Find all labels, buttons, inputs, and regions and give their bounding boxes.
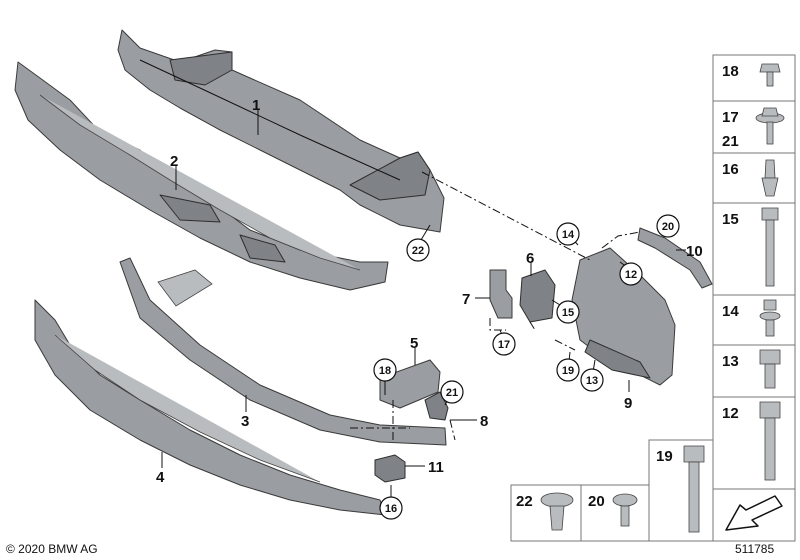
- part-1-bumper-carrier: [117, 29, 445, 233]
- callout-14: 14: [562, 229, 575, 241]
- fastener-legend: 18 17 21 16 15 14: [510, 54, 796, 542]
- legend-cell-20: [580, 484, 650, 542]
- part-6-bracket: [519, 269, 556, 323]
- part-8-clip: [424, 391, 449, 421]
- legend-label-20: 20: [588, 493, 605, 510]
- part-4-lower-grille: [34, 299, 386, 516]
- callout-7: 7: [462, 291, 470, 308]
- callout-3: 3: [241, 413, 249, 430]
- callout-13: 13: [586, 375, 598, 387]
- callout-4: 4: [156, 469, 165, 486]
- callout-18: 18: [379, 365, 391, 377]
- callout-20: 20: [662, 221, 674, 233]
- bolt-12-icon: [759, 401, 781, 481]
- part-7-bracket: [489, 269, 513, 319]
- screw-14-icon: [759, 299, 781, 337]
- legend-cell-14: [712, 294, 796, 346]
- part-2-energy-absorber: [14, 61, 389, 291]
- legend-label-21: 21: [722, 133, 739, 150]
- bolt-13-icon: [759, 349, 781, 389]
- legend-label-15: 15: [722, 211, 739, 228]
- callout-22: 22: [412, 245, 424, 257]
- connector-lines: [350, 171, 641, 441]
- bolt-15-icon: [761, 207, 779, 287]
- callout-1: 1: [252, 97, 260, 114]
- part-3-trim-strip: [119, 257, 447, 446]
- callout-11: 11: [428, 459, 444, 476]
- screw-17-icon: [755, 107, 785, 145]
- legend-cell-22: [510, 484, 582, 542]
- screw-18-icon: [759, 63, 781, 87]
- callout-16: 16: [385, 503, 397, 515]
- callout-8: 8: [480, 413, 488, 430]
- legend-label-13: 13: [722, 353, 739, 370]
- legend-cell-18: [712, 54, 796, 102]
- copyright-text: © 2020 BMW AG: [6, 542, 98, 556]
- diagram-id: 511785: [735, 542, 774, 556]
- legend-label-18: 18: [722, 63, 739, 80]
- callout-19: 19: [562, 365, 574, 377]
- part-11-block: [374, 454, 406, 483]
- callout-6: 6: [526, 250, 534, 267]
- legend-label-14: 14: [722, 303, 739, 320]
- clip-16-icon: [761, 159, 779, 197]
- callout-10: 10: [686, 243, 703, 260]
- screw-20-icon: [612, 493, 638, 527]
- bolt-19-icon: [683, 445, 705, 533]
- part-callouts: 1 2 3 4 5 6 7 8 9 10 11: [156, 97, 703, 486]
- legend-label-12: 12: [722, 405, 739, 422]
- callout-15: 15: [562, 307, 574, 319]
- legend-label-22: 22: [516, 493, 533, 510]
- part-10-strip: [637, 227, 713, 289]
- callout-21: 21: [446, 387, 458, 399]
- legend-cell-12: [712, 396, 796, 490]
- legend-label-19: 19: [656, 448, 673, 465]
- circled-callouts: 22 14 20 12 15 17 19 13 18 21 16: [373, 214, 680, 520]
- orientation-arrow-icon: [725, 495, 783, 531]
- callout-12: 12: [625, 269, 637, 281]
- callout-5: 5: [410, 335, 418, 352]
- callout-2: 2: [170, 153, 178, 170]
- legend-cell-17-21: [712, 100, 796, 154]
- legend-label-17: 17: [722, 109, 739, 126]
- screw-22-icon: [540, 492, 574, 531]
- callout-17: 17: [498, 339, 510, 351]
- legend-cell-15: [712, 202, 796, 296]
- legend-label-16: 16: [722, 161, 739, 178]
- callout-9: 9: [624, 395, 632, 412]
- part-5-bracket: [379, 359, 441, 409]
